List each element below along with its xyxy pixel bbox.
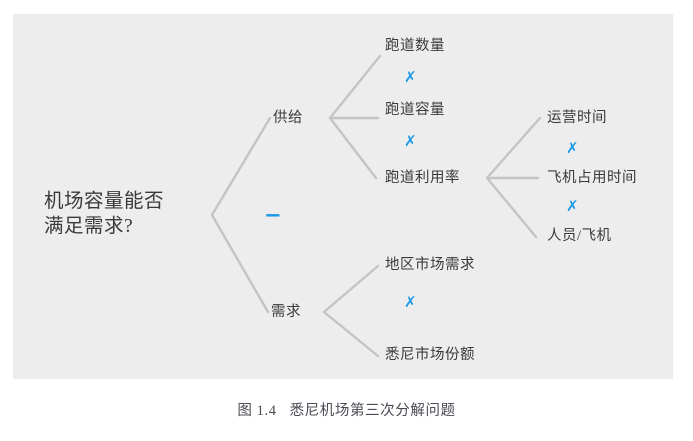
node-personnel-per-aircraft: 人员/飞机 xyxy=(547,228,612,244)
node-aircraft-occupancy-time: 飞机占用时间 xyxy=(547,170,637,186)
operator-root-minus: − xyxy=(264,203,282,227)
node-runway-count: 跑道数量 xyxy=(385,38,445,54)
node-supply: 供给 xyxy=(273,110,303,126)
node-runway-utilization: 跑道利用率 xyxy=(385,170,460,186)
node-root-line1: 机场容量能否 xyxy=(44,191,165,212)
caption-text: 悉尼机场第三次分解问题 xyxy=(289,403,456,419)
node-root-line2: 满足需求? xyxy=(44,215,134,237)
figure-caption: 图 1.4 悉尼机场第三次分解问题 xyxy=(0,399,693,420)
node-demand: 需求 xyxy=(271,304,301,320)
caption-label: 图 1.4 xyxy=(237,403,277,419)
node-regional-market-demand: 地区市场需求 xyxy=(385,257,475,273)
operator-multiply-2: ✗ xyxy=(404,132,417,150)
node-operating-hours: 运营时间 xyxy=(547,110,607,126)
operator-multiply-1: ✗ xyxy=(404,68,417,86)
node-root: 机场容量能否 满足需求? xyxy=(44,190,209,240)
node-runway-capacity: 跑道容量 xyxy=(385,102,445,118)
node-sydney-market-share: 悉尼市场份额 xyxy=(385,347,475,363)
operator-multiply-5: ✗ xyxy=(404,293,417,311)
operator-multiply-3: ✗ xyxy=(566,139,579,157)
operator-multiply-4: ✗ xyxy=(566,197,579,215)
